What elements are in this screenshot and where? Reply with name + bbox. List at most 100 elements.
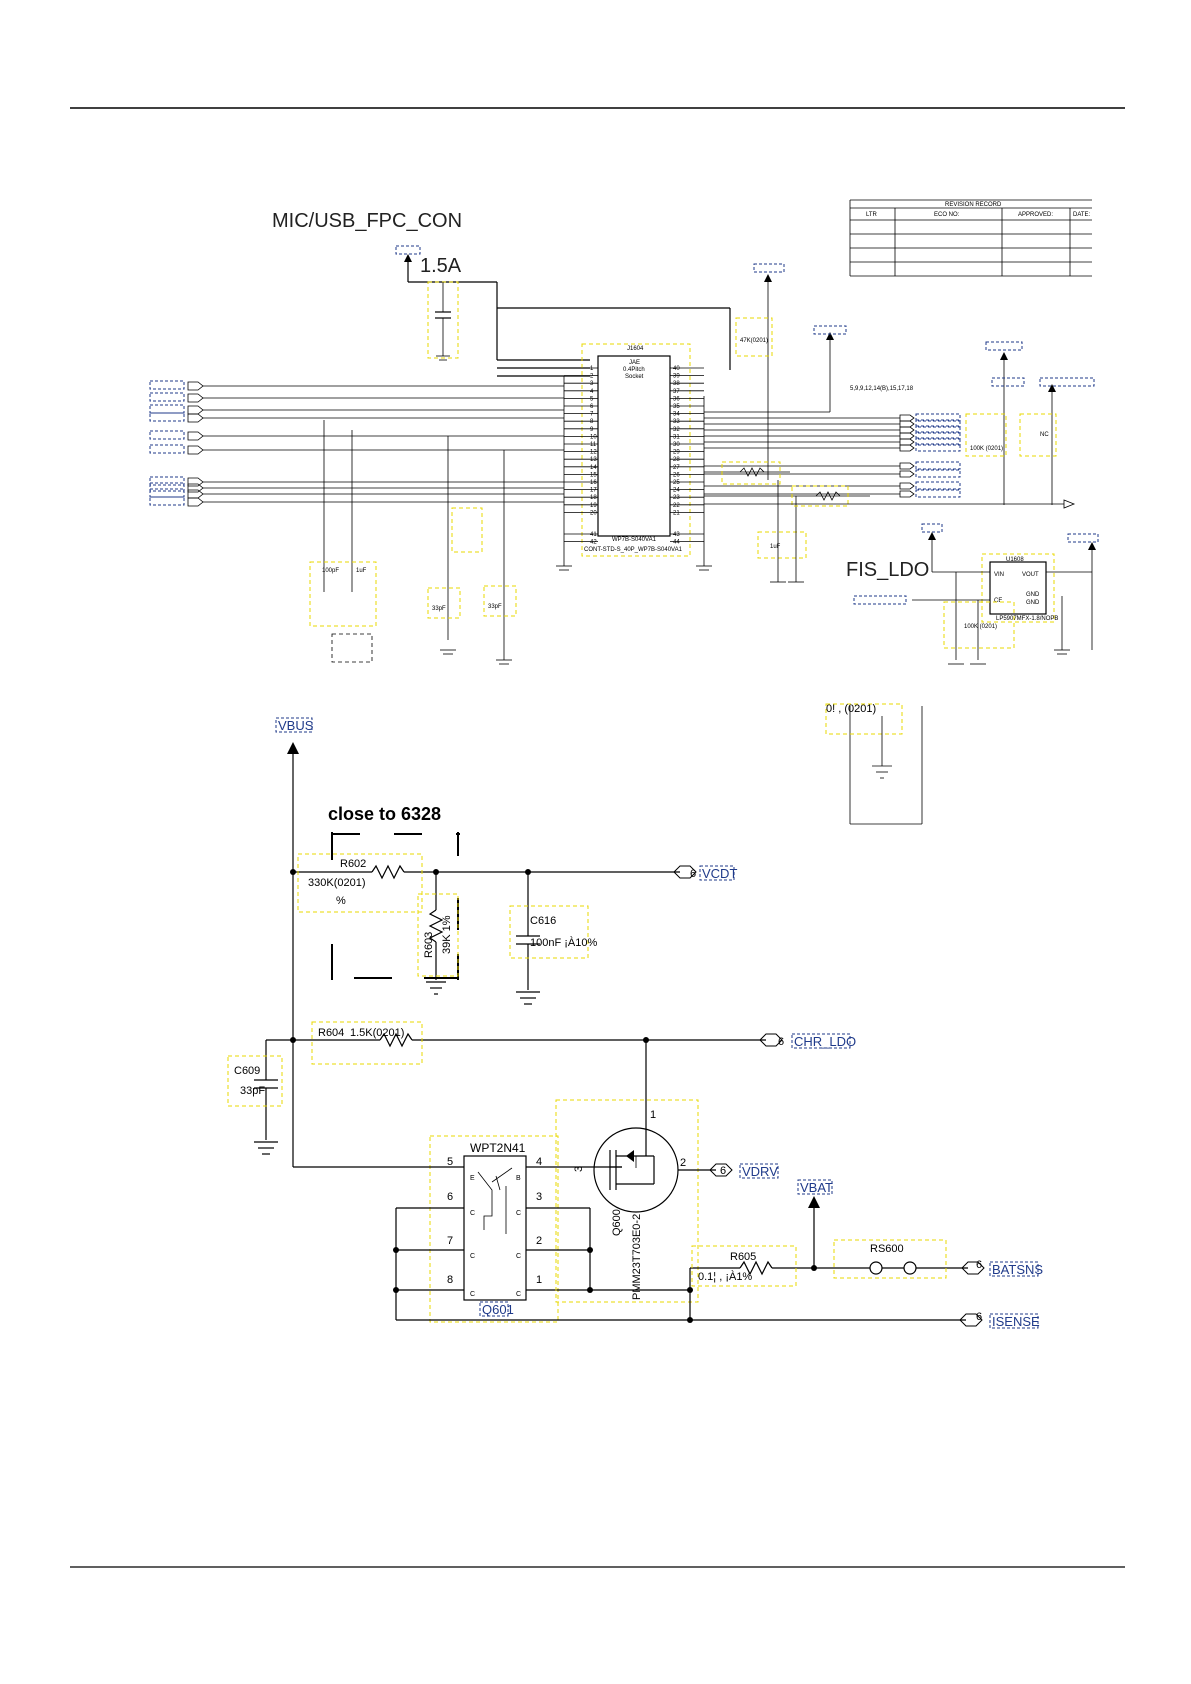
section-title: MIC/USB_FPC_CON [272,210,462,232]
svg-text:100pF: 100pF [322,568,339,574]
connector-pin-left: 2 [590,374,594,380]
offpage-connector [899,470,915,478]
connector-pin-right: 27 [673,465,680,471]
svg-text:2: 2 [536,1235,542,1247]
net-isense: ISENSE [992,1314,1040,1329]
connector-pin-left: 12 [590,450,597,456]
offpage-net-label [915,443,961,452]
rs600-ref: RS600 [870,1243,904,1255]
connector-pin-left: 10 [590,434,597,440]
offpage-net-label [915,413,961,422]
connector-pin-right: 21 [673,510,680,516]
connector-pin-right: 35 [673,404,680,410]
connector-pin-right: 43 [673,532,680,538]
svg-text:C: C [470,1253,475,1260]
svg-text:VOUT: VOUT [1022,572,1039,578]
connector-pin-left: 19 [590,503,597,509]
svg-text:0.4Pitch: 0.4Pitch [623,367,645,373]
offpage-connector [187,445,204,455]
svg-text:1uF: 1uF [356,568,367,574]
r604-symbol [379,1032,413,1048]
right-nets [704,413,961,498]
connector-pin-right: 36 [673,396,680,402]
offpage-net-label [915,425,961,434]
connector-pin-left: 42 [590,540,597,546]
ldo-body [989,561,1047,615]
rev-table-title: REVISION RECORD [945,202,1002,208]
offpage-connector [899,414,915,422]
connector-pin-left: 20 [590,510,597,516]
offpage-net-label [915,481,961,490]
connector-pin-right: 37 [673,389,680,395]
svg-text:VIN: VIN [994,572,1004,578]
offpage-connector [187,381,204,391]
partial-value: 0! , (0201) [826,703,876,715]
connector-pin-left: 9 [590,427,594,433]
c616-ref: C616 [530,915,556,927]
connector-pin-right: 25 [673,480,680,486]
svg-text:3: 3 [536,1191,542,1203]
r602-value: 330K(0201) [308,877,366,889]
connector-pin-left: 16 [590,480,597,486]
offpage-net-label [915,419,961,428]
connector-pin-left: 14 [590,465,597,471]
connector-pins: 1234567891011121314151617181920414240393… [564,366,704,546]
svg-text:3: 3 [573,1166,585,1172]
svg-text:6: 6 [778,1036,784,1048]
connector-pin-right: 29 [673,450,680,456]
connector-pin-right: 33 [673,419,680,425]
fis-ldo-title: FIS_LDO [846,559,929,581]
offpage-connector [899,482,915,490]
svg-text:4: 4 [536,1156,542,1168]
q601-part: WPT2N41 [470,1141,526,1155]
svg-text:5: 5 [447,1156,453,1168]
offpage-net-label [149,496,185,506]
q601-ref: Q601 [482,1302,514,1317]
svg-text:1: 1 [536,1274,542,1286]
connector-ref: J1604 [627,346,644,352]
net-vcdt: VCDT [702,866,737,881]
q601-body [463,1155,527,1301]
connector-pin-right: 38 [673,381,680,387]
net-batsns: BATSNS [992,1262,1043,1277]
offpage-connector [187,431,204,441]
connector-pin-left: 13 [590,457,597,463]
connector-pin-right: 28 [673,457,680,463]
connector-pin-right: 32 [673,427,680,433]
offpage-net-label [149,482,185,492]
svg-text:1uF: 1uF [770,544,781,550]
offpage-net-label [915,431,961,440]
connector-pin-right: 23 [673,495,680,501]
offpage-connector [187,413,204,423]
offpage-connector [899,420,915,428]
offpage-net-label [149,380,185,390]
offpage-net-label [915,461,961,470]
offpage-connector [899,490,915,498]
c609-ref: C609 [234,1065,260,1077]
svg-text:7: 7 [447,1235,453,1247]
svg-text:6: 6 [976,1259,982,1271]
c609-value: 33pF [240,1085,265,1097]
net-vbat: VBAT [800,1180,833,1195]
svg-text:C: C [470,1291,475,1298]
connector-pin-left: 41 [590,532,597,538]
offpage-net-label [149,412,185,422]
connector-pin-left: 6 [590,404,594,410]
connector-pin-left: 4 [590,389,594,395]
vbus-arrow [287,742,299,754]
net-vdrv: VDRV [742,1164,778,1179]
r605-ref: R605 [730,1251,756,1263]
revision-table: REVISION RECORD LTR ECO NO: APPROVED: DA… [849,199,1092,277]
offpage-connector [899,438,915,446]
svg-text:6: 6 [447,1191,453,1203]
offpage-net-label [915,469,961,478]
svg-text:33pF: 33pF [488,604,502,610]
svg-text:6: 6 [976,1311,982,1323]
svg-text:47K(0201): 47K(0201) [740,338,768,344]
connector-pin-left: 8 [590,419,594,425]
svg-text:GND: GND [1026,592,1040,598]
connector-pin-right: 31 [673,434,680,440]
svg-text:B: B [516,1175,521,1182]
offpage-connector [899,432,915,440]
offpage-connector [899,462,915,470]
